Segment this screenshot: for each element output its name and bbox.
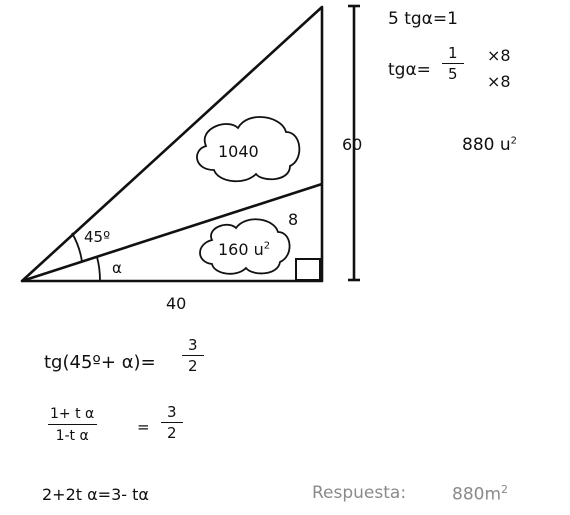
note-line-1: 5 tgα=1 (388, 9, 458, 29)
equation-2-right-num: 3 (167, 403, 177, 421)
area-bottom-value: 160 u (218, 240, 264, 259)
cloud-bottom (199, 218, 291, 275)
cloud-top (196, 116, 301, 183)
equation-1-den: 2 (182, 355, 204, 374)
equation-2-right-fraction: 3 2 (161, 405, 183, 441)
angle-45-label: 45º (84, 228, 111, 246)
note-area: 880 u2 (462, 135, 517, 155)
note-fraction-num: 1 (448, 44, 458, 62)
note-fraction: 1 5 (442, 46, 464, 82)
equation-1-num: 3 (188, 336, 198, 354)
equation-2-left-fraction: 1+ t α 1-t α (42, 407, 102, 443)
area-bottom-label: 160 u2 (218, 240, 270, 259)
base-label: 40 (166, 294, 187, 313)
equation-2-left-num: 1+ t α (50, 406, 95, 422)
note-mult-top: ×8 (487, 46, 511, 65)
equation-1-fraction: 3 2 (182, 338, 204, 374)
note-line-2-prefix: tgα= (388, 60, 431, 80)
area-top-label: 1040 (218, 142, 259, 161)
answer-value: 880m2 (452, 483, 508, 505)
equation-2-right-den: 2 (161, 422, 183, 441)
equation-2-left-den: 1-t α (47, 424, 97, 443)
answer-value-text: 880m (452, 484, 502, 505)
note-fraction-den: 5 (442, 63, 464, 82)
note-mult-bottom: ×8 (487, 72, 511, 91)
inner-cevian (21, 182, 323, 283)
outer-triangle (20, 5, 324, 283)
angle-alpha-label: α (112, 259, 122, 277)
equation-3: 2+2t α=3- tα (42, 485, 149, 504)
note-area-exp: 2 (510, 135, 518, 147)
answer-label: Respuesta: (312, 483, 407, 503)
segment-label: 8 (288, 210, 299, 229)
equation-1-left: tg(45º+ α)= (44, 352, 156, 373)
area-bottom-exp: 2 (263, 240, 271, 252)
angle-arc-45 (71, 232, 83, 263)
note-area-value: 880 u (462, 135, 511, 155)
answer-exp: 2 (501, 483, 509, 496)
angle-arc-alpha (96, 256, 101, 282)
equation-2-equals: = (137, 418, 150, 436)
right-angle-marker (295, 258, 321, 281)
height-label: 60 (342, 135, 363, 154)
